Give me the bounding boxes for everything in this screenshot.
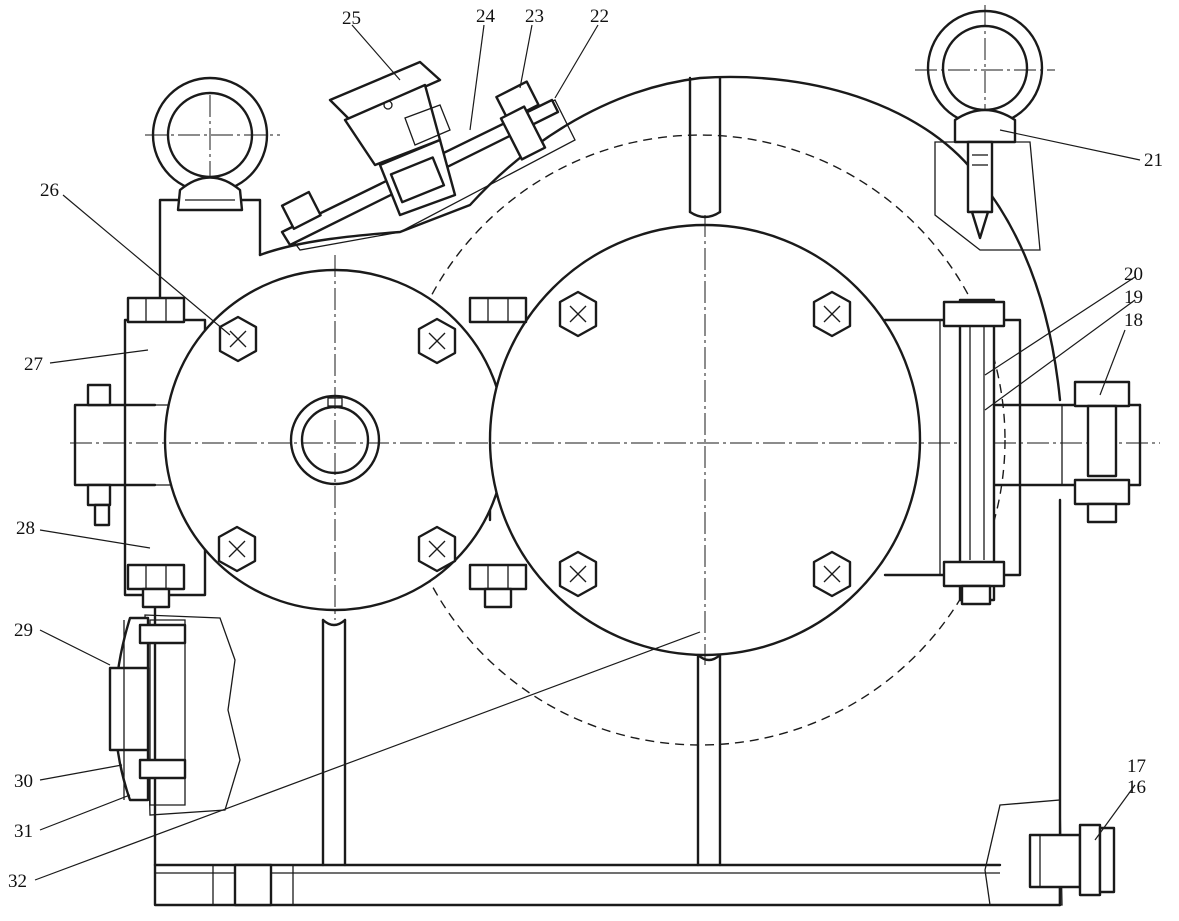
- callout-23: 23: [525, 6, 544, 27]
- right-flange-bolt-section: [939, 298, 1021, 606]
- flange-bolts: [86, 296, 528, 609]
- bolt-head: [417, 317, 457, 365]
- base-foot-section: [212, 863, 294, 907]
- bolt-head: [558, 550, 598, 598]
- oil-gauge-section: [108, 614, 241, 816]
- callout-27: 27: [24, 354, 43, 375]
- bolt-head: [218, 315, 258, 363]
- bearing-cap-bolts: [217, 290, 852, 598]
- vent-plug: [328, 60, 457, 217]
- callout-26: 26: [40, 180, 59, 201]
- callout-18: 18: [1124, 310, 1143, 331]
- drain-plug-section: [984, 799, 1116, 906]
- callout-19: 19: [1124, 287, 1143, 308]
- callout-30: 30: [14, 771, 33, 792]
- right-top-section: [934, 140, 1041, 251]
- bolt-head: [217, 525, 257, 573]
- callout-20: 20: [1124, 264, 1143, 285]
- left-lifting-eye: [151, 76, 269, 212]
- split-line-bolt: [1061, 380, 1141, 524]
- callout-28: 28: [16, 518, 35, 539]
- callout-22: 22: [590, 6, 609, 27]
- large-gear-pitch-circle: [394, 134, 1006, 746]
- callout-24: 24: [476, 6, 496, 27]
- callout-31: 31: [14, 821, 33, 842]
- right-lifting-eye: [926, 9, 1044, 144]
- callout-21: 21: [1144, 150, 1163, 171]
- callout-29: 29: [14, 620, 33, 641]
- bolt-head: [812, 550, 852, 598]
- callout-32: 32: [8, 871, 27, 892]
- callout-17: 17: [1127, 756, 1146, 777]
- callout-16: 16: [1127, 777, 1146, 798]
- callout-labels: 17 16 18 19 20 21 22 23 24 25 26 27 28 2…: [8, 6, 1163, 892]
- bolt-head: [812, 290, 852, 338]
- leader-lines: [34, 24, 1141, 881]
- bolt-head: [417, 525, 457, 573]
- bolt-head: [558, 290, 598, 338]
- callout-25: 25: [342, 8, 361, 29]
